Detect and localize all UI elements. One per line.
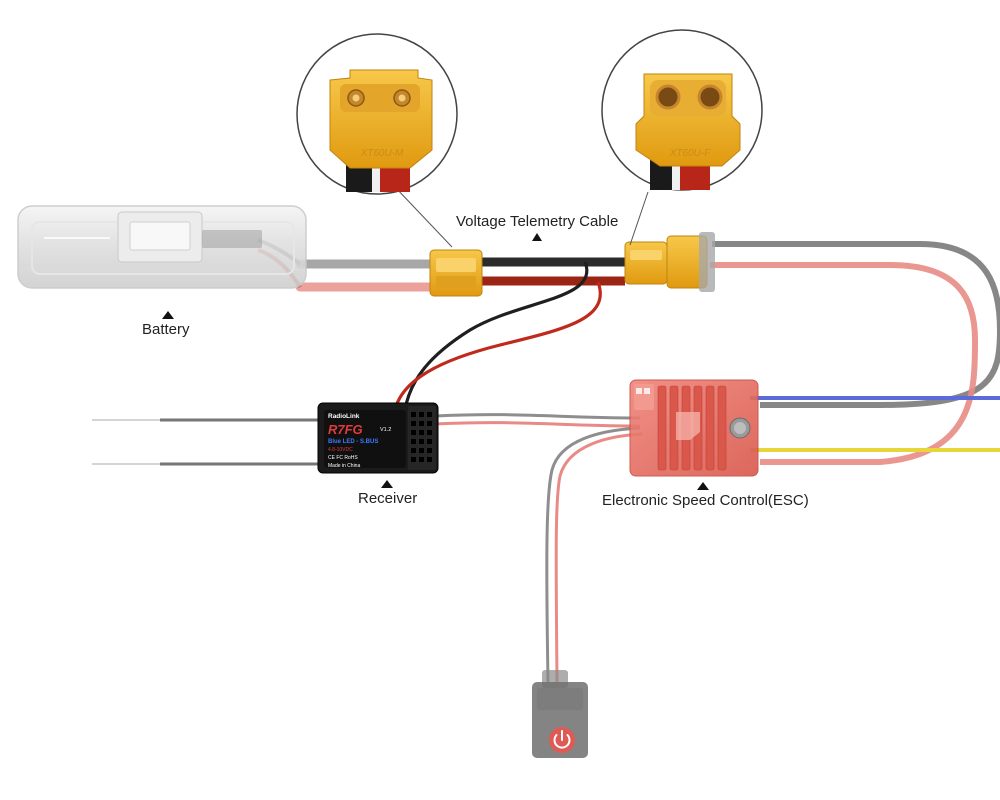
receiver-origin: Made in China — [328, 463, 360, 469]
receiver-unit: RadioLink R7FG V1.2 Blue LED - S.BUS 4.8… — [317, 402, 439, 474]
callout-female-zoom: XT60U-F — [601, 29, 763, 246]
telemetry-cable — [393, 257, 625, 411]
receiver-pointer-icon — [381, 480, 393, 488]
receiver-antennas — [92, 418, 318, 466]
servo-lead — [434, 413, 641, 428]
esc-unit — [629, 379, 759, 477]
telemetry-cable-label: Voltage Telemetry Cable — [456, 213, 619, 230]
male-connector-mark: XT60U-M — [360, 148, 404, 159]
callout-male-zoom: XT60U-M — [296, 33, 458, 248]
battery-pointer-icon — [162, 311, 174, 319]
receiver-brand: RadioLink — [328, 413, 360, 420]
receiver-version: V1.2 — [380, 427, 391, 433]
esc-label: Electronic Speed Control(ESC) — [602, 492, 809, 509]
receiver-label: Receiver — [358, 490, 418, 507]
receiver-feature: Blue LED - S.BUS — [328, 439, 378, 445]
female-connector-mark: XT60U-F — [669, 148, 711, 159]
power-icon — [549, 727, 575, 753]
power-switch — [532, 670, 588, 758]
cable-pointer-icon — [532, 233, 542, 241]
switch-lead — [545, 426, 643, 683]
receiver-model: R7FG — [328, 422, 363, 437]
receiver-voltage: 4.8-10VDC — [328, 447, 353, 453]
battery — [17, 205, 307, 289]
esc-pointer-icon — [697, 482, 709, 490]
xt60-male-connector — [429, 249, 483, 297]
battery-label: Battery — [142, 321, 190, 338]
xt60-female-connector — [624, 232, 715, 292]
receiver-pin-header — [411, 412, 432, 462]
esc-logo — [676, 412, 700, 440]
receiver-marks: CE FC RoHS — [328, 455, 358, 461]
